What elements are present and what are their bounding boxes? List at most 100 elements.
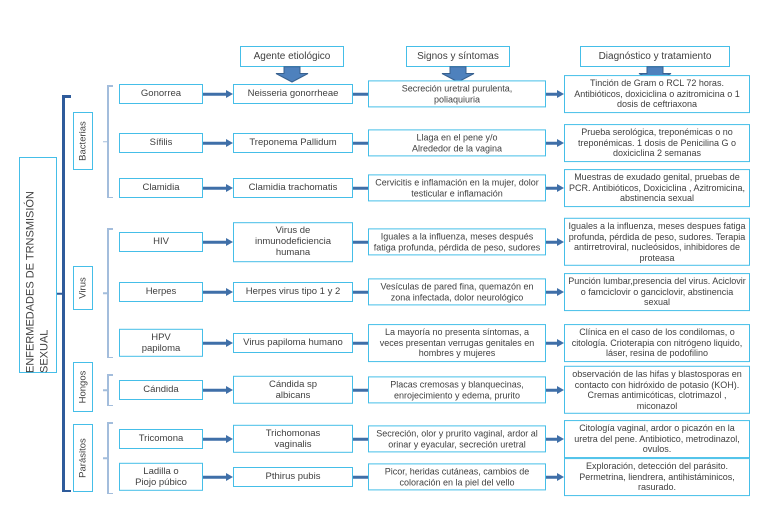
connector-line: [546, 437, 558, 441]
main-title-line2: SEXUAL: [38, 329, 50, 373]
group-bracket-part: [107, 85, 113, 87]
header-diagnosis: Diagnóstico y tratamiento: [580, 46, 730, 67]
group-bracket-part: [107, 492, 113, 494]
connector-line: [353, 240, 368, 244]
signs-box: Secreción, olor y prurito vaginal, ardor…: [368, 425, 546, 453]
connector-arrowhead-icon: [557, 339, 564, 347]
diagnosis-box: Prueba serológica, treponémicas o no tre…: [564, 124, 750, 162]
connector-arrowhead-icon: [226, 139, 233, 147]
connector-line: [546, 240, 558, 244]
down-arrow-icon: [441, 66, 475, 83]
diagnosis-box: Muestras de exudado genital, pruebas de …: [564, 169, 750, 207]
connector-line: [353, 475, 368, 479]
signs-box: Iguales a la influenza, meses después fa…: [368, 228, 546, 256]
connector-arrowhead-icon: [226, 386, 233, 394]
header-diagnosis-label: Diagnóstico y tratamiento: [598, 51, 712, 62]
connector-line: [546, 388, 558, 392]
group-bracket-part: [103, 140, 108, 143]
connector-line: [546, 92, 558, 96]
connector-arrowhead-icon: [557, 184, 564, 192]
group-box-parásitos: Parásitos: [73, 424, 93, 492]
connector-arrowhead-icon: [557, 386, 564, 394]
diagnosis-box: Citología vaginal, ardor o picazón en la…: [564, 420, 750, 458]
main-title-box: ENFERMEDADES DE TRNSMISIÓN SEXUAL: [19, 157, 57, 373]
disease-name-box: Herpes: [119, 282, 203, 302]
group-bracket-part: [107, 356, 113, 358]
disease-name-box: Gonorrea: [119, 84, 203, 104]
main-bracket: [57, 95, 71, 492]
group-bracket-part: [107, 422, 113, 424]
connector-line: [353, 186, 368, 190]
group-bracket-part: [103, 457, 108, 459]
diagnosis-box: Clínica en el caso de los condilomas, o …: [564, 324, 750, 362]
header-agent: Agente etiológico: [240, 46, 344, 67]
agent-box: Herpes virus tipo 1 y 2: [233, 282, 353, 302]
connector-line: [353, 388, 368, 392]
disease-name-box: Ladilla o Piojo púbico: [119, 462, 203, 492]
connector-line: [353, 92, 368, 96]
connector-arrowhead-icon: [226, 184, 233, 192]
agent-box: Cándida sp albicans: [233, 375, 353, 405]
disease-name-box: HIV: [119, 232, 203, 252]
connector-line: [203, 388, 227, 392]
connector-arrowhead-icon: [557, 435, 564, 443]
connector-line: [203, 437, 227, 441]
connector-line: [353, 141, 368, 145]
group-label: Bacterias: [77, 121, 89, 161]
disease-name-box: Sífilis: [119, 133, 203, 153]
header-agent-label: Agente etiológico: [253, 51, 331, 62]
group-box-bacterias: Bacterias: [73, 112, 93, 170]
connector-arrowhead-icon: [226, 238, 233, 246]
agent-box: Pthirus pubis: [233, 467, 353, 487]
main-title-line1: ENFERMEDADES DE TRNSMISIÓN: [24, 191, 37, 373]
connector-line: [353, 437, 368, 441]
connector-arrowhead-icon: [226, 339, 233, 347]
main-bracket-tick: [57, 292, 63, 295]
header-signs-label: Signos y síntomas: [417, 51, 499, 62]
connector-line: [546, 475, 558, 479]
connector-line: [546, 186, 558, 190]
connector-arrowhead-icon: [557, 139, 564, 147]
signs-box: Picor, heridas cutáneas, cambios de colo…: [368, 463, 546, 491]
agent-box: Neisseria gonorrheae: [233, 84, 353, 104]
agent-box: Virus de inmunodeficiencia humana: [233, 222, 353, 262]
agent-box: Treponema Pallidum: [233, 133, 353, 153]
signs-box: Cervicitis e inflamación en la mujer, do…: [368, 174, 546, 202]
group-bracket: [103, 228, 114, 358]
connector-arrowhead-icon: [557, 288, 564, 296]
connector-line: [203, 475, 227, 479]
signs-box: Placas cremosas y blanquecinas, enrojeci…: [368, 376, 546, 404]
connector-arrowhead-icon: [226, 288, 233, 296]
group-box-hongos: Hongos: [73, 362, 93, 412]
connector-line: [203, 240, 227, 244]
signs-box: Vesículas de pared fina, quemazón en zon…: [368, 278, 546, 306]
connector-arrowhead-icon: [226, 473, 233, 481]
group-label: Hongos: [77, 370, 89, 404]
group-bracket-part: [107, 228, 113, 230]
group-box-virus: Virus: [73, 266, 93, 310]
connector-arrowhead-icon: [226, 435, 233, 443]
agent-box: Clamidia trachomatis: [233, 178, 353, 198]
main-title: ENFERMEDADES DE TRNSMISIÓN SEXUAL: [24, 157, 52, 373]
down-arrow-icon: [275, 66, 309, 83]
group-bracket-part: [107, 404, 113, 406]
main-bracket-bottom-cap: [62, 489, 71, 492]
signs-box: Secreción uretral purulenta, poliaquiuri…: [368, 80, 546, 108]
disease-name-box: Tricomona: [119, 429, 203, 449]
diagnosis-box: Tinción de Gram o RCL 72 horas. Antibiót…: [564, 75, 750, 113]
connector-line: [203, 341, 227, 345]
connector-line: [546, 290, 558, 294]
group-bracket-part: [103, 292, 108, 294]
connector-arrowhead-icon: [557, 90, 564, 98]
connector-line: [546, 141, 558, 145]
group-bracket-part: [107, 196, 113, 198]
group-label: Virus: [77, 277, 89, 299]
group-bracket: [103, 85, 114, 198]
diagnosis-box: Iguales a la influenza, meses despues fa…: [564, 217, 750, 267]
connector-arrowhead-icon: [557, 473, 564, 481]
agent-box: Virus papiloma humano: [233, 333, 353, 353]
agent-box: Trichomonas vaginalis: [233, 424, 353, 454]
header-signs: Signos y síntomas: [406, 46, 510, 67]
connector-line: [203, 290, 227, 294]
